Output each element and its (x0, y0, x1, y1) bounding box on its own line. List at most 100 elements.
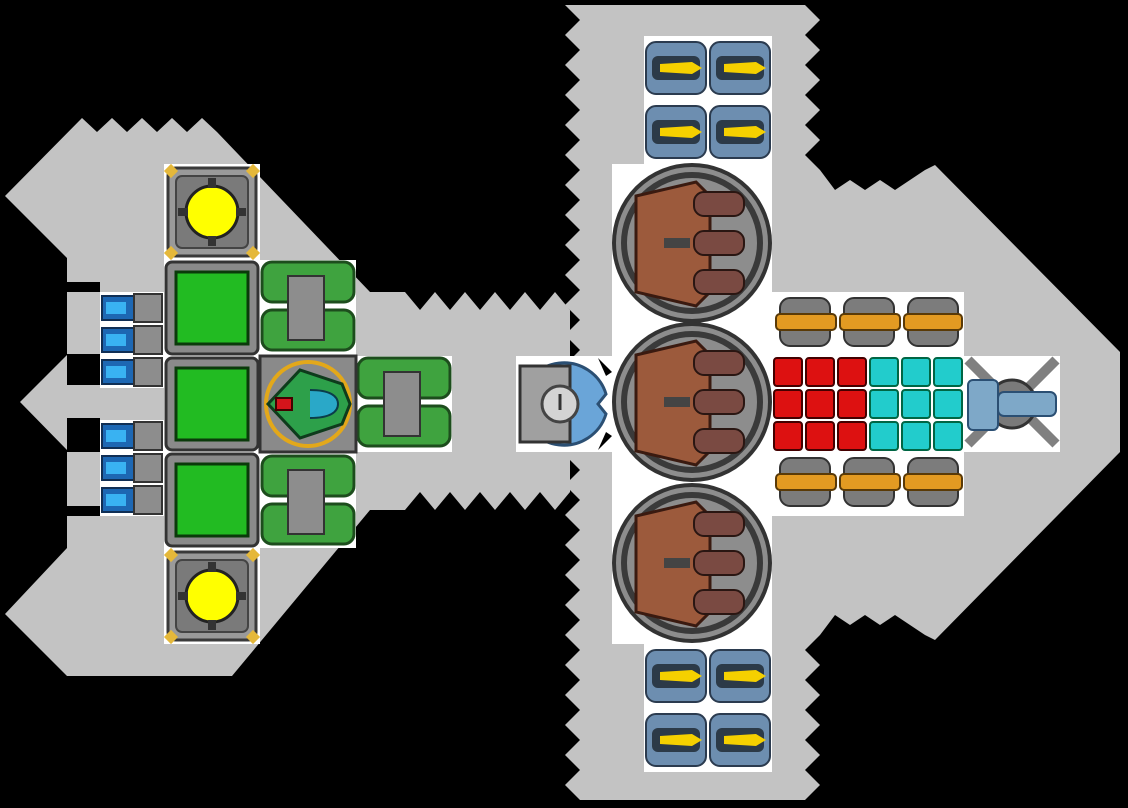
red-ammo-crate-icon (805, 389, 835, 419)
ammo-crate-cyan[interactable] (901, 389, 931, 419)
yellow-missile-launcher-icon (724, 62, 766, 74)
orange-autocannon-icon (903, 473, 963, 491)
engine-3[interactable] (101, 357, 163, 387)
fuel-tank-top[interactable] (260, 260, 356, 352)
blue-thruster-icon (106, 334, 126, 346)
yellow-missile-launcher-icon (660, 126, 702, 138)
cyan-ammo-crate-icon (901, 389, 931, 419)
missile-launcher[interactable] (645, 649, 707, 703)
yellow-missile-launcher-icon (660, 670, 702, 682)
cyan-ammo-crate-icon (933, 389, 963, 419)
autocannon[interactable] (839, 457, 901, 507)
autocannon[interactable] (903, 297, 963, 347)
railgun[interactable] (964, 356, 1060, 448)
green-cockpit-icon (265, 368, 352, 440)
ammo-crate-red[interactable] (773, 389, 803, 419)
ammo-crate-red[interactable] (805, 389, 835, 419)
missile-launcher[interactable] (709, 713, 771, 767)
red-ammo-crate-icon (837, 357, 867, 387)
ammo-crate-cyan[interactable] (933, 421, 963, 451)
cyan-ammo-crate-icon (933, 357, 963, 387)
orange-autocannon-icon (903, 313, 963, 331)
yellow-missile-launcher-icon (660, 62, 702, 74)
left-spike-hull (20, 355, 67, 450)
engine-4[interactable] (101, 421, 163, 451)
red-ammo-crate-icon (805, 357, 835, 387)
ammo-crate-red[interactable] (837, 389, 867, 419)
ammo-crate-cyan[interactable] (933, 389, 963, 419)
storage-bay-1[interactable] (164, 260, 260, 356)
ammo-crates (773, 357, 963, 451)
ammo-crate-cyan[interactable] (869, 421, 899, 451)
green-storage-bay-icon (174, 462, 250, 538)
blue-thruster-icon (106, 494, 126, 506)
autocannon[interactable] (775, 457, 837, 507)
yellow-reactor-core-icon (184, 568, 240, 624)
cyan-ammo-crate-icon (901, 357, 931, 387)
autocannons (775, 297, 963, 507)
cannon-top[interactable] (612, 163, 772, 323)
cyan-ammo-crate-icon (933, 421, 963, 451)
left-engines (101, 293, 163, 515)
ammo-crate-red[interactable] (805, 421, 835, 451)
cannons (612, 163, 772, 643)
orange-autocannon-icon (775, 473, 837, 491)
ammo-crate-red[interactable] (773, 357, 803, 387)
missile-launcher[interactable] (645, 41, 707, 95)
cyan-ammo-crate-icon (901, 421, 931, 451)
cannon-bottom[interactable] (612, 483, 772, 643)
green-storage-bay-icon (174, 366, 250, 442)
engine-2[interactable] (101, 325, 163, 355)
ammo-crate-red[interactable] (837, 357, 867, 387)
missile-launcher[interactable] (645, 713, 707, 767)
orange-autocannon-icon (839, 313, 901, 331)
cyan-ammo-crate-icon (869, 357, 899, 387)
red-ammo-crate-icon (805, 421, 835, 451)
red-ammo-crate-icon (773, 357, 803, 387)
yellow-reactor-core-icon (184, 184, 240, 240)
blue-thruster-icon (106, 366, 126, 378)
blue-thruster-icon (106, 302, 126, 314)
green-storage-bay-icon (174, 270, 250, 346)
yellow-missile-launcher-icon (724, 126, 766, 138)
autocannon[interactable] (903, 457, 963, 507)
missile-launcher[interactable] (645, 105, 707, 159)
ammo-crate-cyan[interactable] (933, 357, 963, 387)
fuel-tank-mid[interactable] (356, 356, 452, 448)
missile-launcher[interactable] (709, 41, 771, 95)
autocannon[interactable] (839, 297, 901, 347)
missile-launcher[interactable] (709, 105, 771, 159)
reactor-count: 2 (0, 0, 1, 1)
red-ammo-crate-icon (837, 389, 867, 419)
ammo-crate-red[interactable] (805, 357, 835, 387)
ammo-crate-cyan[interactable] (869, 357, 899, 387)
ammo-crate-cyan[interactable] (869, 389, 899, 419)
gyroscope[interactable] (518, 358, 612, 450)
red-ammo-crate-icon (837, 421, 867, 451)
ammo-crate-red[interactable] (837, 421, 867, 451)
engine-5[interactable] (101, 453, 163, 483)
orange-autocannon-icon (839, 473, 901, 491)
orange-autocannon-icon (775, 313, 837, 331)
storage-bay-2[interactable] (164, 356, 260, 452)
ammo-crate-cyan[interactable] (901, 357, 931, 387)
engine-6[interactable] (101, 485, 163, 515)
ammo-crate-cyan[interactable] (901, 421, 931, 451)
cyan-ammo-crate-icon (869, 389, 899, 419)
yellow-missile-launcher-icon (660, 734, 702, 746)
missile-launcher[interactable] (709, 649, 771, 703)
fuel-tank-bottom[interactable] (260, 454, 356, 546)
ammo-crate-red[interactable] (773, 421, 803, 451)
yellow-missile-launcher-icon (724, 734, 766, 746)
engine-1[interactable] (101, 293, 163, 323)
yellow-missile-launcher-icon (724, 670, 766, 682)
cannon-middle[interactable] (612, 322, 772, 482)
reactor-top[interactable] (163, 163, 261, 261)
cyan-ammo-crate-icon (869, 421, 899, 451)
missile-launchers (645, 41, 771, 767)
autocannon[interactable] (775, 297, 837, 347)
cockpit[interactable] (258, 354, 358, 454)
reactor-bottom[interactable] (163, 547, 261, 645)
storage-bay-3[interactable] (164, 452, 260, 548)
